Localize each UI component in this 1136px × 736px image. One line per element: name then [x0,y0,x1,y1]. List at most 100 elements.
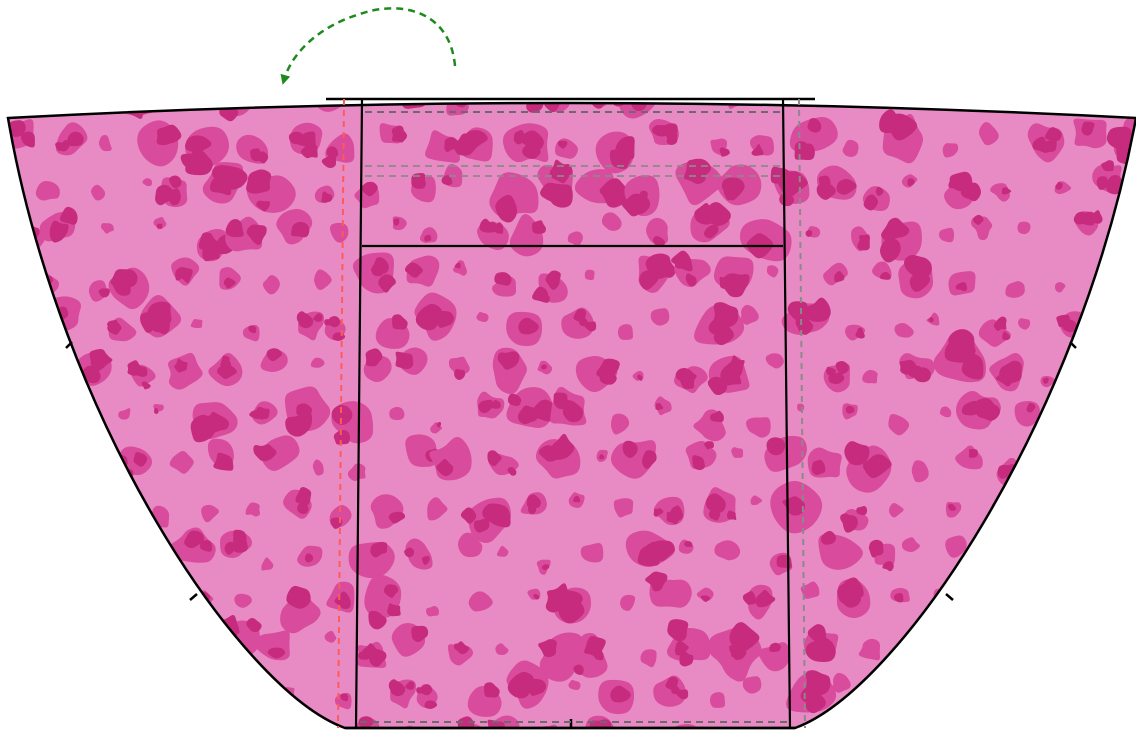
leopard-spot [507,467,517,476]
leopard-spot [154,407,159,414]
leopard-spot [1111,589,1136,635]
leopard-spot [1061,318,1078,332]
leopard-spot [968,449,978,458]
leopard-spot [91,572,135,615]
leopard-spot [262,275,280,295]
leopard-spot [684,541,693,547]
leopard-spot [538,639,557,658]
leopard-spot [132,639,148,652]
leopard-spot [1088,103,1117,113]
leopard-spot [897,665,923,690]
leopard-spot [221,355,230,368]
leopard-spot [621,193,645,217]
leopard-spot [816,183,836,200]
leopard-spot [755,589,776,608]
curved-fold-arrow-icon [280,7,457,85]
leopard-spot [1073,601,1085,612]
leopard-spot [133,664,174,703]
leopard-spot [596,358,620,382]
leopard-spot [8,437,16,476]
leopard-spot [502,83,516,98]
leopard-spot [882,561,894,572]
leopard-spot [368,610,387,630]
leopard-spot [482,503,511,528]
leopard-spot [20,103,48,114]
leopard-spot [842,515,858,533]
leopard-spot [8,534,28,581]
leopard-spot [881,217,910,241]
leopard-spot [1054,282,1066,293]
leopard-spot [217,365,237,380]
leopard-spot [1006,541,1030,563]
leopard-spot [391,125,404,137]
leopard-spot [1037,446,1082,490]
leopard-spot [1038,534,1074,563]
leopard-spot [637,374,643,381]
leopard-spot [370,257,389,274]
leopard-spot [478,399,493,413]
leopard-spot [426,605,440,617]
leopard-spot [395,351,414,370]
leopard-spot [836,179,857,195]
leopard-spot [548,433,575,460]
leopard-spot [245,683,262,703]
leopard-spot [685,273,697,287]
leopard-spot [610,685,631,703]
leopard-spot [947,503,956,511]
leopard-spot [507,393,522,406]
leopard-spot [637,541,661,567]
leopard-spot [131,566,144,576]
leopard-spot [856,505,868,516]
leopard-spot [199,540,213,552]
leopard-spot [82,79,94,89]
notch-right-upper [1069,341,1077,349]
leopard-spot [1002,331,1011,341]
leopard-spot [19,696,31,707]
leopard-spot [679,649,694,667]
leopard-spot [89,348,113,371]
leopard-spot [239,669,264,694]
leopard-spot [879,272,891,280]
leopard-spot [646,217,669,246]
leopard-spot [0,82,7,93]
leopard-spot [496,545,509,557]
leopard-spot [81,103,110,108]
leopard-spot [651,124,669,137]
leopard-spot [427,497,448,521]
leopard-spot [726,355,745,376]
leopard-spot [1121,413,1136,432]
leopard-spot [20,633,57,667]
leopard-spot [156,124,182,146]
leopard-spot [280,595,321,634]
leopard-spot [1005,281,1025,298]
leopard-spot [256,200,271,212]
leopard-spot [541,564,550,571]
leopard-spot [911,460,929,483]
leopard-spot [599,178,629,208]
leopard-spot [487,719,506,728]
leopard-spot [941,600,954,613]
leopard-spot [805,75,831,98]
leopard-spot [8,621,9,655]
leopard-spot [285,412,313,437]
leopard-spot [584,321,597,332]
leopard-spot [155,594,176,622]
leopard-spot [0,725,7,731]
leopard-spot [1124,601,1136,620]
leopard-spot [1096,176,1108,190]
leopard-spot [580,542,604,563]
leopard-spot [432,310,454,328]
leopard-spot [1067,508,1084,528]
leopard-spot [589,719,612,728]
leopard-spot [938,227,955,243]
leopard-spot [1124,235,1136,248]
leopard-spot [1040,639,1068,664]
leopard-spot [411,625,429,643]
leopard-spot [856,103,874,104]
leopard-spot [55,588,73,603]
leopard-spot [964,629,984,648]
leopard-spot [333,429,350,445]
leopard-spot [29,277,41,288]
leopard-spot [132,645,150,665]
leopard-spot [731,447,744,458]
